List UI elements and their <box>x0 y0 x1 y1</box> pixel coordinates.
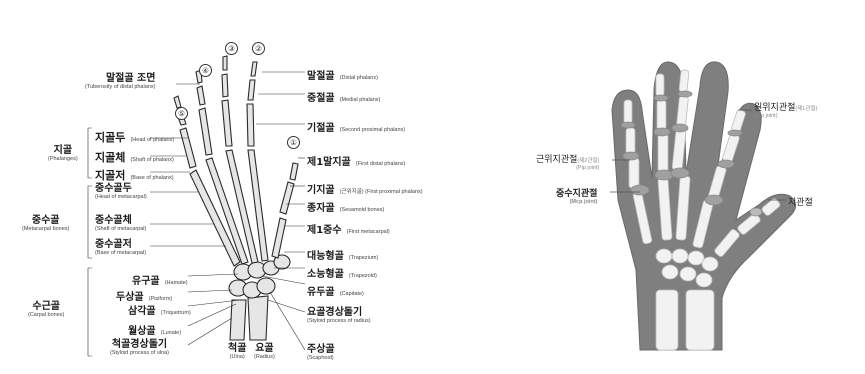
label-thumb-joint: 지관절 <box>788 198 813 208</box>
metacarpal-2 <box>247 149 269 262</box>
label-head-of-phalanx: 지골두 (Head of phalanx) <box>95 131 175 144</box>
group-metacarpal-bones: 중수골(Metacarpal bones) <box>22 215 70 232</box>
label-sesamoid-bones: 종자골 (Sesamoid bones) <box>307 203 385 214</box>
ulna-bone <box>229 299 247 341</box>
metacarpal-3 <box>225 149 259 264</box>
label-lunate: 월상골 (Lunate) <box>128 326 182 337</box>
label-head-of-metacarpal: 중수골두(Head of metacarpal) <box>95 183 147 200</box>
label-medial-phalanx: 중절골 (Medial phalanx) <box>307 93 381 104</box>
label-second-proximal-phalanx: 기절골 (Second proximal phalanx) <box>307 123 406 134</box>
label-dip-joint: 원위지관절(제1관절) (Dip joint) <box>754 103 818 119</box>
label-shaft-of-phalanx: 지골체 (Shaft of phalanx) <box>95 151 174 164</box>
label-first-distal-phalanx: 제1말지골 (First distal phalanx) <box>307 157 406 168</box>
label-mcp-joint: 중수지관절 (Mcp joint) <box>556 189 598 205</box>
label-distal-phalanx: 말절골 (Distal phalanx) <box>307 71 378 82</box>
finger-number-4: ④ <box>199 64 212 77</box>
label-trapezium: 대능형골 (Trapezium) <box>307 251 379 262</box>
label-scaphoid: 주상골(Scaphoid) <box>307 344 335 361</box>
label-hamate: 유구골 (Hamate) <box>132 276 188 287</box>
label-styloid-radius: 요골경상돌기(Styloid process of radius) <box>307 307 371 324</box>
label-tuberosity-distal-phalanx: 말절골 조면(Tuberosity of distal phalanx) <box>85 73 156 90</box>
label-styloid-ulna: 척골경상돌기(Styloid process of ulna) <box>110 339 169 356</box>
label-first-metacarpal: 제1중수 (First metacarpal) <box>307 225 390 236</box>
label-trapezoid: 소능형골 (Trapezoid) <box>307 269 377 280</box>
finger-number-3: ③ <box>225 42 238 55</box>
label-first-proximal-phalanx: 기지골 (근위지골) (First proximal phalanx) <box>307 185 423 196</box>
label-triquetrum: 삼각골 (Triquetrum) <box>128 306 191 317</box>
finger-number-1: ① <box>287 136 300 149</box>
label-pisiform: 두상골 (Pisiform) <box>116 292 173 303</box>
radius-bone <box>247 295 269 341</box>
label-pip-joint: 근위지관절(제2관절) (Pip joint) <box>536 155 600 171</box>
label-capitate: 유두골 (Capitate) <box>307 287 364 298</box>
label-base-of-metacarpal: 중수골저(Base of metacarpal) <box>95 239 147 256</box>
metacarpal-4 <box>205 157 249 265</box>
label-base-of-phalanx: 지골저 (Base of phalanx) <box>95 169 174 182</box>
metacarpal-5 <box>189 169 241 267</box>
carpal-scaphoid <box>256 277 276 295</box>
label-radius: 요골(Radius) <box>254 343 275 360</box>
label-ulna: 척골(Ulna) <box>228 343 247 360</box>
group-carpal-bones: 수근골(Carpal bones) <box>28 301 65 318</box>
group-phalanges: 지골(Phalanges) <box>48 145 78 162</box>
label-shaft-of-metacarpal: 중수골체(Shaft of metacarpal) <box>95 215 147 232</box>
finger-number-2: ② <box>252 42 265 55</box>
metacarpal-1 <box>271 217 287 259</box>
finger-number-5: ⑤ <box>175 107 188 120</box>
